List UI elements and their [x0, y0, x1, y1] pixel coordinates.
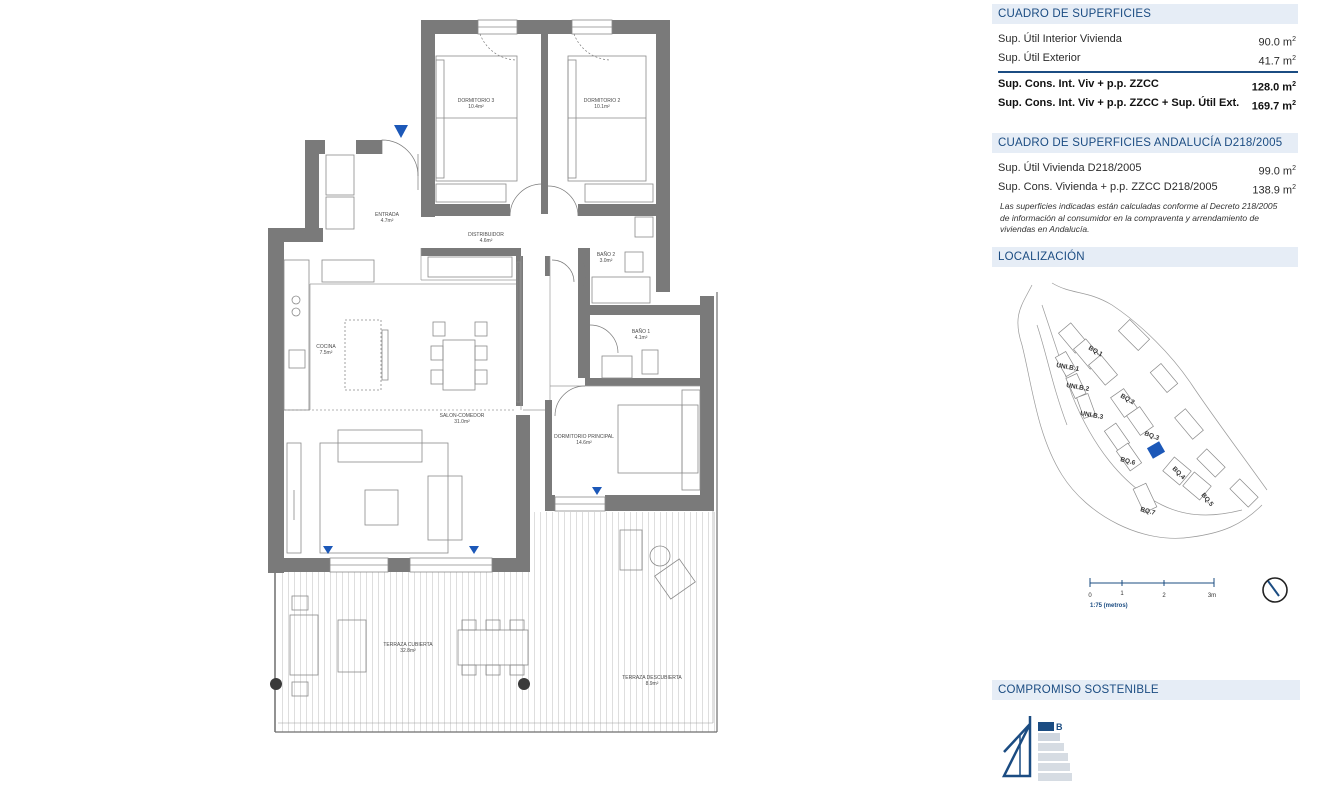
- block-label: BQ.5: [1199, 492, 1214, 508]
- block-label: UNI.B.3: [1080, 410, 1104, 421]
- andalucia-row-value: 99.0 m2: [1258, 165, 1296, 178]
- surface-total-row-value: 169.7 m2: [1251, 100, 1296, 113]
- location-section: LOCALIZACIÓN: [992, 247, 1298, 267]
- andalucia-row: Sup. Cons. Vivienda + p.p. ZZCC D218/200…: [992, 178, 1298, 197]
- walls: [268, 20, 714, 573]
- info-panel: CUADRO DE SUPERFICIES Sup. Útil Interior…: [992, 0, 1300, 790]
- scale-tick-1: 1: [1120, 591, 1124, 597]
- andalucia-row-label: Sup. Útil Vivienda D218/2005: [998, 162, 1142, 174]
- site-outline: [1017, 282, 1268, 539]
- terrace-floor: [274, 292, 718, 733]
- surface-row: Sup. Útil Exterior 41.7 m2: [992, 49, 1298, 68]
- room-name-dormitorio-3: DORMITORIO 3: [458, 98, 495, 104]
- surface-row-value: 90.0 m2: [1258, 36, 1296, 49]
- scale-tick-3: 3m: [1208, 593, 1216, 599]
- room-area-entrada: 4.7m²: [381, 218, 394, 224]
- surface-total-row-value: 128.0 m2: [1251, 81, 1296, 94]
- surface-total-row: Sup. Cons. Int. Viv + p.p. ZZCC 128.0 m2: [992, 75, 1298, 94]
- scale-tick-0: 0: [1088, 593, 1092, 599]
- doors: [381, 33, 619, 417]
- room-area-cocina: 7.5m²: [320, 350, 333, 356]
- energy-rating-icon: B: [1001, 716, 1072, 781]
- room-name-dormitorio-2: DORMITORIO 2: [584, 98, 621, 104]
- room-area-dormitorio-2: 10.1m²: [594, 104, 610, 110]
- room-name-cocina: COCINA: [316, 344, 336, 350]
- room-name-terraza-cubierta: TERRAZA CUBIERTA: [383, 642, 433, 648]
- block-label: BQ.7: [1139, 506, 1156, 517]
- andalucia-row-label: Sup. Cons. Vivienda + p.p. ZZCC D218/200…: [998, 181, 1218, 193]
- sustainability-header: COMPROMISO SOSTENIBLE: [992, 680, 1300, 700]
- room-area-salon-comedor: 31.0m²: [454, 419, 470, 425]
- scale-label: 1:75 (metros): [1090, 603, 1128, 609]
- scale-tick-2: 2: [1162, 593, 1166, 599]
- surfaces-section: CUADRO DE SUPERFICIES Sup. Útil Interior…: [992, 4, 1298, 113]
- andalucia-note: Las superficies indicadas están calculad…: [1000, 201, 1278, 234]
- andalucia-row: Sup. Útil Vivienda D218/2005 99.0 m2: [992, 159, 1298, 178]
- room-area-terraza-descubierta: 8.9m²: [646, 681, 659, 687]
- room-name-distribuidor: DISTRIBUIDOR: [468, 232, 504, 238]
- furniture: [283, 55, 701, 697]
- sustainability-section: COMPROMISO SOSTENIBLE B: [992, 680, 1300, 790]
- room-area-terraza-cubierta: 32.8m²: [400, 648, 416, 654]
- room-name-bano-2: BAÑO 2: [597, 251, 616, 258]
- room-name-salon-comedor: SALON-COMEDOR: [440, 413, 485, 419]
- scale-bar: 0 1 2 3m 1:75 (metros): [1088, 578, 1216, 609]
- surface-total-row-label: Sup. Cons. Int. Viv + p.p. ZZCC: [998, 78, 1159, 90]
- andalucia-row-value: 138.9 m2: [1252, 184, 1296, 197]
- block-label: UNI.B.1: [1056, 362, 1080, 373]
- surface-total-row-label: Sup. Cons. Int. Viv + p.p. ZZCC + Sup. Ú…: [998, 97, 1240, 109]
- room-area-distribuidor: 4.6m²: [480, 238, 493, 244]
- surfaces-header: CUADRO DE SUPERFICIES: [992, 4, 1298, 24]
- room-labels: DORMITORIO 310.4m² DORMITORIO 210.1m² ENTR…: [316, 98, 682, 687]
- room-name-dormitorio-principal: DORMITORIO PRINCIPAL: [554, 434, 614, 440]
- surface-row-label: Sup. Útil Interior Vivienda: [998, 33, 1122, 45]
- room-area-dormitorio-3: 10.4m²: [468, 104, 484, 110]
- orientation-markers: [323, 125, 602, 554]
- surface-row-label: Sup. Útil Exterior: [998, 52, 1081, 64]
- surface-total-row: Sup. Cons. Int. Viv + p.p. ZZCC + Sup. Ú…: [992, 94, 1298, 113]
- site-buildings: [1054, 318, 1259, 514]
- energy-rating-label: B: [1056, 722, 1063, 732]
- room-outlines: [284, 248, 700, 411]
- room-area-bano-2: 3.0m²: [600, 258, 613, 264]
- andalucia-section: CUADRO DE SUPERFICIES ANDALUCÍA D218/200…: [992, 133, 1298, 236]
- block-label: BQ.3: [1143, 430, 1160, 442]
- surface-row-value: 41.7 m2: [1258, 55, 1296, 68]
- windows: [329, 19, 613, 573]
- location-header: LOCALIZACIÓN: [992, 247, 1298, 267]
- room-area-dormitorio-principal: 14.6m²: [576, 440, 592, 446]
- room-name-terraza-descubierta: TERRAZA DESCUBIERTA: [622, 675, 682, 681]
- room-name-entrada: ENTRADA: [375, 212, 400, 218]
- surfaces-divider: [998, 71, 1298, 73]
- surface-row: Sup. Útil Interior Vivienda 90.0 m2: [992, 30, 1298, 49]
- terrace-planters: [270, 678, 530, 690]
- north-arrow-icon: [1262, 577, 1288, 603]
- unit-location-marker: [1146, 441, 1166, 459]
- room-name-bano-1: BAÑO 1: [632, 328, 651, 335]
- block-label: BQ.6: [1119, 456, 1136, 467]
- block-label: UNI.B.2: [1066, 382, 1090, 393]
- andalucia-header: CUADRO DE SUPERFICIES ANDALUCÍA D218/200…: [992, 133, 1298, 153]
- energy-bar-active: [1038, 722, 1054, 731]
- room-area-bano-1: 4.1m²: [635, 335, 648, 341]
